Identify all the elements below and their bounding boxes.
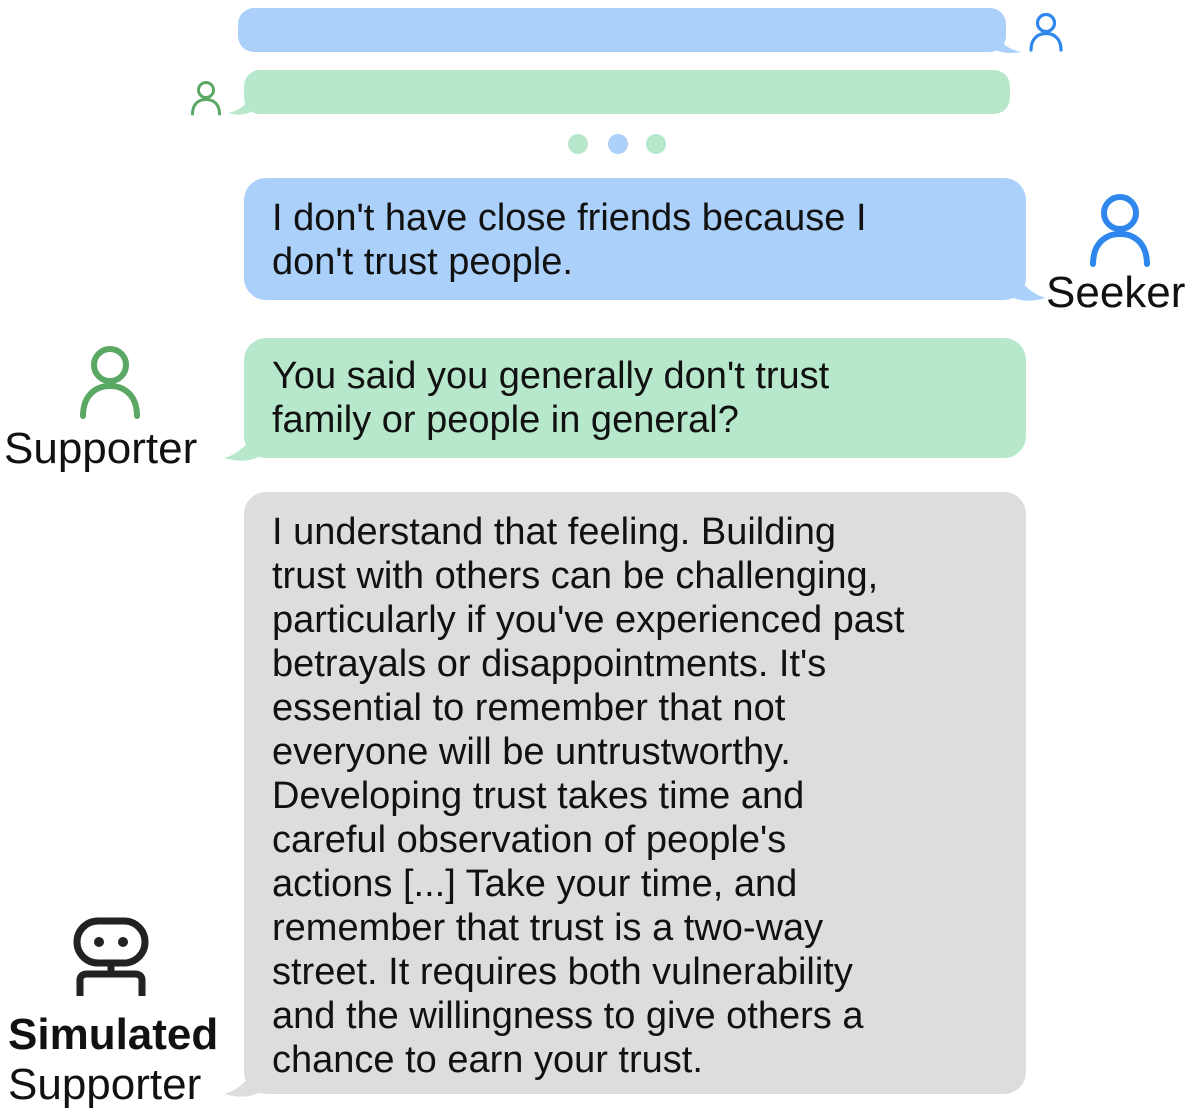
seeker-icon — [1090, 194, 1150, 267]
history-supporter-icon — [191, 81, 221, 116]
supporter-message-tail — [224, 422, 262, 461]
simulated-supporter-message-bubble: I understand that feeling. Building trus… — [244, 492, 1026, 1094]
ellipsis-dot-1 — [568, 134, 588, 154]
ellipsis-dot-3 — [646, 134, 666, 154]
history-seeker-bubble — [238, 8, 1006, 52]
seeker-label: Seeker — [1046, 268, 1186, 317]
simulated-supporter-message-tail — [224, 1058, 262, 1097]
simulated-supporter-label-line1: Simulated — [8, 1010, 219, 1059]
simulated-supporter-label-line2: Supporter — [8, 1060, 202, 1109]
history-seeker-icon — [1029, 12, 1063, 52]
supporter-message-bubble: You said you generally don't trust famil… — [244, 338, 1026, 458]
simulated-supporter-message-text: I understand that feeling. Building trus… — [272, 511, 905, 1081]
ellipsis-dot-2 — [608, 134, 628, 154]
supporter-label: Supporter — [4, 424, 198, 473]
seeker-message-tail — [1008, 262, 1046, 301]
supporter-icon — [80, 346, 140, 419]
robot-icon — [73, 917, 149, 996]
seeker-message-text: I don't have close friends because I don… — [272, 197, 867, 283]
history-supporter-bubble — [244, 70, 1010, 114]
supporter-message-text: You said you generally don't trust famil… — [272, 355, 830, 441]
history-seeker-bubble-tail — [990, 26, 1022, 53]
seeker-message-bubble: I don't have close friends because I don… — [244, 178, 1026, 300]
history-supporter-bubble-tail — [228, 90, 256, 115]
